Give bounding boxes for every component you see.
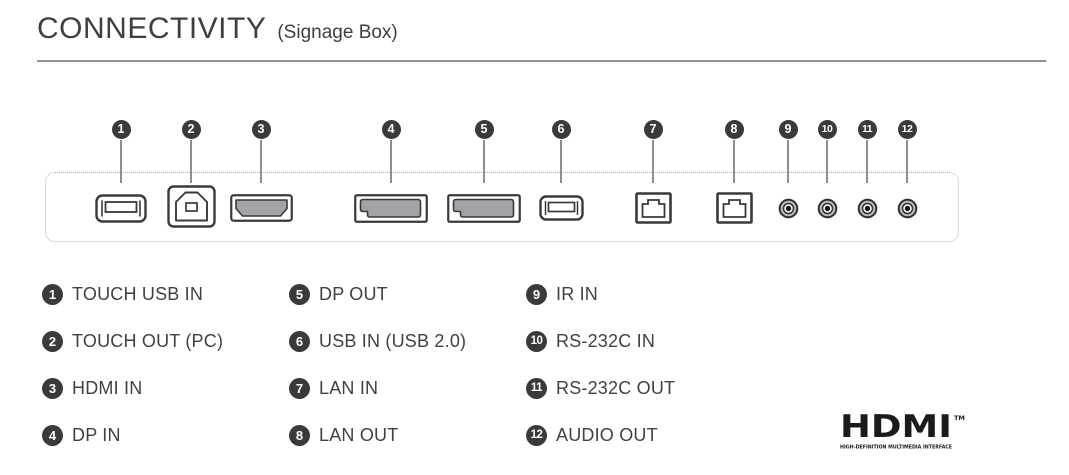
legend-label: DP OUT — [319, 284, 388, 304]
legend-badge-5: 5 — [289, 284, 310, 305]
hdmi-wordmark: HDMI — [840, 411, 952, 445]
legend-label: AUDIO OUT — [556, 425, 658, 445]
legend-badge-2: 2 — [42, 331, 63, 352]
port-lan-in-icon — [634, 192, 672, 224]
legend-item-dp-out: 5 DP OUT — [289, 284, 466, 305]
port-touch-usb-in-icon — [95, 194, 147, 223]
callout-line-6 — [560, 140, 562, 183]
legend-label: HDMI IN — [72, 378, 143, 398]
callout-9: 9 — [778, 120, 798, 139]
legend-item-hdmi-in: 3 HDMI IN — [42, 378, 223, 399]
legend-badge-9: 9 — [526, 284, 547, 305]
callout-5: 5 — [474, 120, 494, 139]
callout-line-9 — [787, 140, 789, 183]
callout-4: 4 — [381, 120, 401, 139]
legend-item-touch-usb-in: 1 TOUCH USB IN — [42, 284, 223, 305]
legend-badge-8: 8 — [289, 425, 310, 446]
port-audio-out-icon — [897, 198, 917, 219]
port-dp-in-icon — [354, 194, 428, 223]
legend-item-dp-in: 4 DP IN — [42, 425, 223, 446]
legend-item-usb-in: 6 USB IN (USB 2.0) — [289, 331, 466, 352]
legend-label: RS-232C IN — [556, 331, 656, 351]
legend-item-rs232c-in: 10 RS-232C IN — [526, 331, 675, 352]
legend-item-lan-out: 8 LAN OUT — [289, 425, 466, 446]
legend-label: LAN IN — [319, 378, 379, 398]
legend-label: DP IN — [72, 425, 121, 445]
callout-3: 3 — [251, 120, 271, 139]
callout-line-7 — [652, 140, 654, 183]
callout-12: 12 — [897, 120, 917, 139]
legend-badge-6: 6 — [289, 331, 310, 352]
callout-1: 1 — [111, 120, 131, 139]
legend-badge-3: 3 — [42, 378, 63, 399]
callout-line-2 — [190, 140, 192, 183]
legend-item-touch-out-pc: 2 TOUCH OUT (PC) — [42, 331, 223, 352]
legend-badge-10: 10 — [526, 331, 547, 352]
legend-label: IR IN — [556, 284, 599, 304]
legend-item-lan-in: 7 LAN IN — [289, 378, 466, 399]
callout-10: 10 — [817, 120, 837, 139]
legend-badge-12: 12 — [526, 425, 547, 446]
legend-label: TOUCH OUT (PC) — [72, 331, 224, 351]
callout-6: 6 — [551, 120, 571, 139]
callout-2: 2 — [181, 120, 201, 139]
legend-item-rs232c-out: 11 RS-232C OUT — [526, 378, 675, 399]
callout-line-5 — [483, 140, 485, 183]
callout-line-3 — [260, 140, 262, 183]
hdmi-trademark: TM — [954, 414, 965, 422]
callout-line-10 — [826, 140, 828, 183]
legend-item-ir-in: 9 IR IN — [526, 284, 675, 305]
header: CONNECTIVITY (Signage Box) — [37, 12, 398, 46]
page-title: CONNECTIVITY — [37, 12, 267, 45]
legend-badge-1: 1 — [42, 284, 63, 305]
callout-line-4 — [390, 140, 392, 183]
legend-label: USB IN (USB 2.0) — [319, 331, 467, 351]
callout-line-8 — [733, 140, 735, 183]
legend-badge-4: 4 — [42, 425, 63, 446]
callout-7: 7 — [643, 120, 663, 139]
legend-column-1: 1 TOUCH USB IN 2 TOUCH OUT (PC) 3 HDMI I… — [42, 284, 223, 472]
port-rs232c-in-icon — [817, 198, 837, 219]
hdmi-logo: HDMI TM HIGH-DEFINITION MULTIMEDIA INTER… — [840, 411, 965, 451]
callout-line-1 — [120, 140, 122, 183]
callout-line-12 — [906, 140, 908, 183]
port-hdmi-in-icon — [229, 194, 293, 222]
port-dp-out-icon — [447, 194, 521, 223]
callout-line-11 — [866, 140, 868, 183]
legend-item-audio-out: 12 AUDIO OUT — [526, 425, 675, 446]
legend-label: RS-232C OUT — [556, 378, 676, 398]
callout-8: 8 — [724, 120, 744, 139]
hdmi-tagline: HIGH-DEFINITION MULTIMEDIA INTERFACE — [840, 445, 952, 451]
legend-label: LAN OUT — [319, 425, 399, 445]
legend-column-2: 5 DP OUT 6 USB IN (USB 2.0) 7 LAN IN 8 L… — [289, 284, 466, 472]
port-usb-in-icon — [538, 195, 584, 221]
port-rs232c-out-icon — [857, 198, 877, 219]
legend-label: TOUCH USB IN — [72, 284, 204, 304]
legend-badge-11: 11 — [526, 378, 547, 399]
header-divider — [37, 60, 1046, 62]
page-subtitle: (Signage Box) — [277, 22, 398, 43]
port-ir-in-icon — [778, 198, 798, 219]
port-touch-out-pc-icon — [166, 185, 216, 228]
callout-11: 11 — [857, 120, 877, 139]
legend-column-3: 9 IR IN 10 RS-232C IN 11 RS-232C OUT 12 … — [526, 284, 675, 472]
port-lan-out-icon — [715, 192, 753, 224]
legend-badge-7: 7 — [289, 378, 310, 399]
